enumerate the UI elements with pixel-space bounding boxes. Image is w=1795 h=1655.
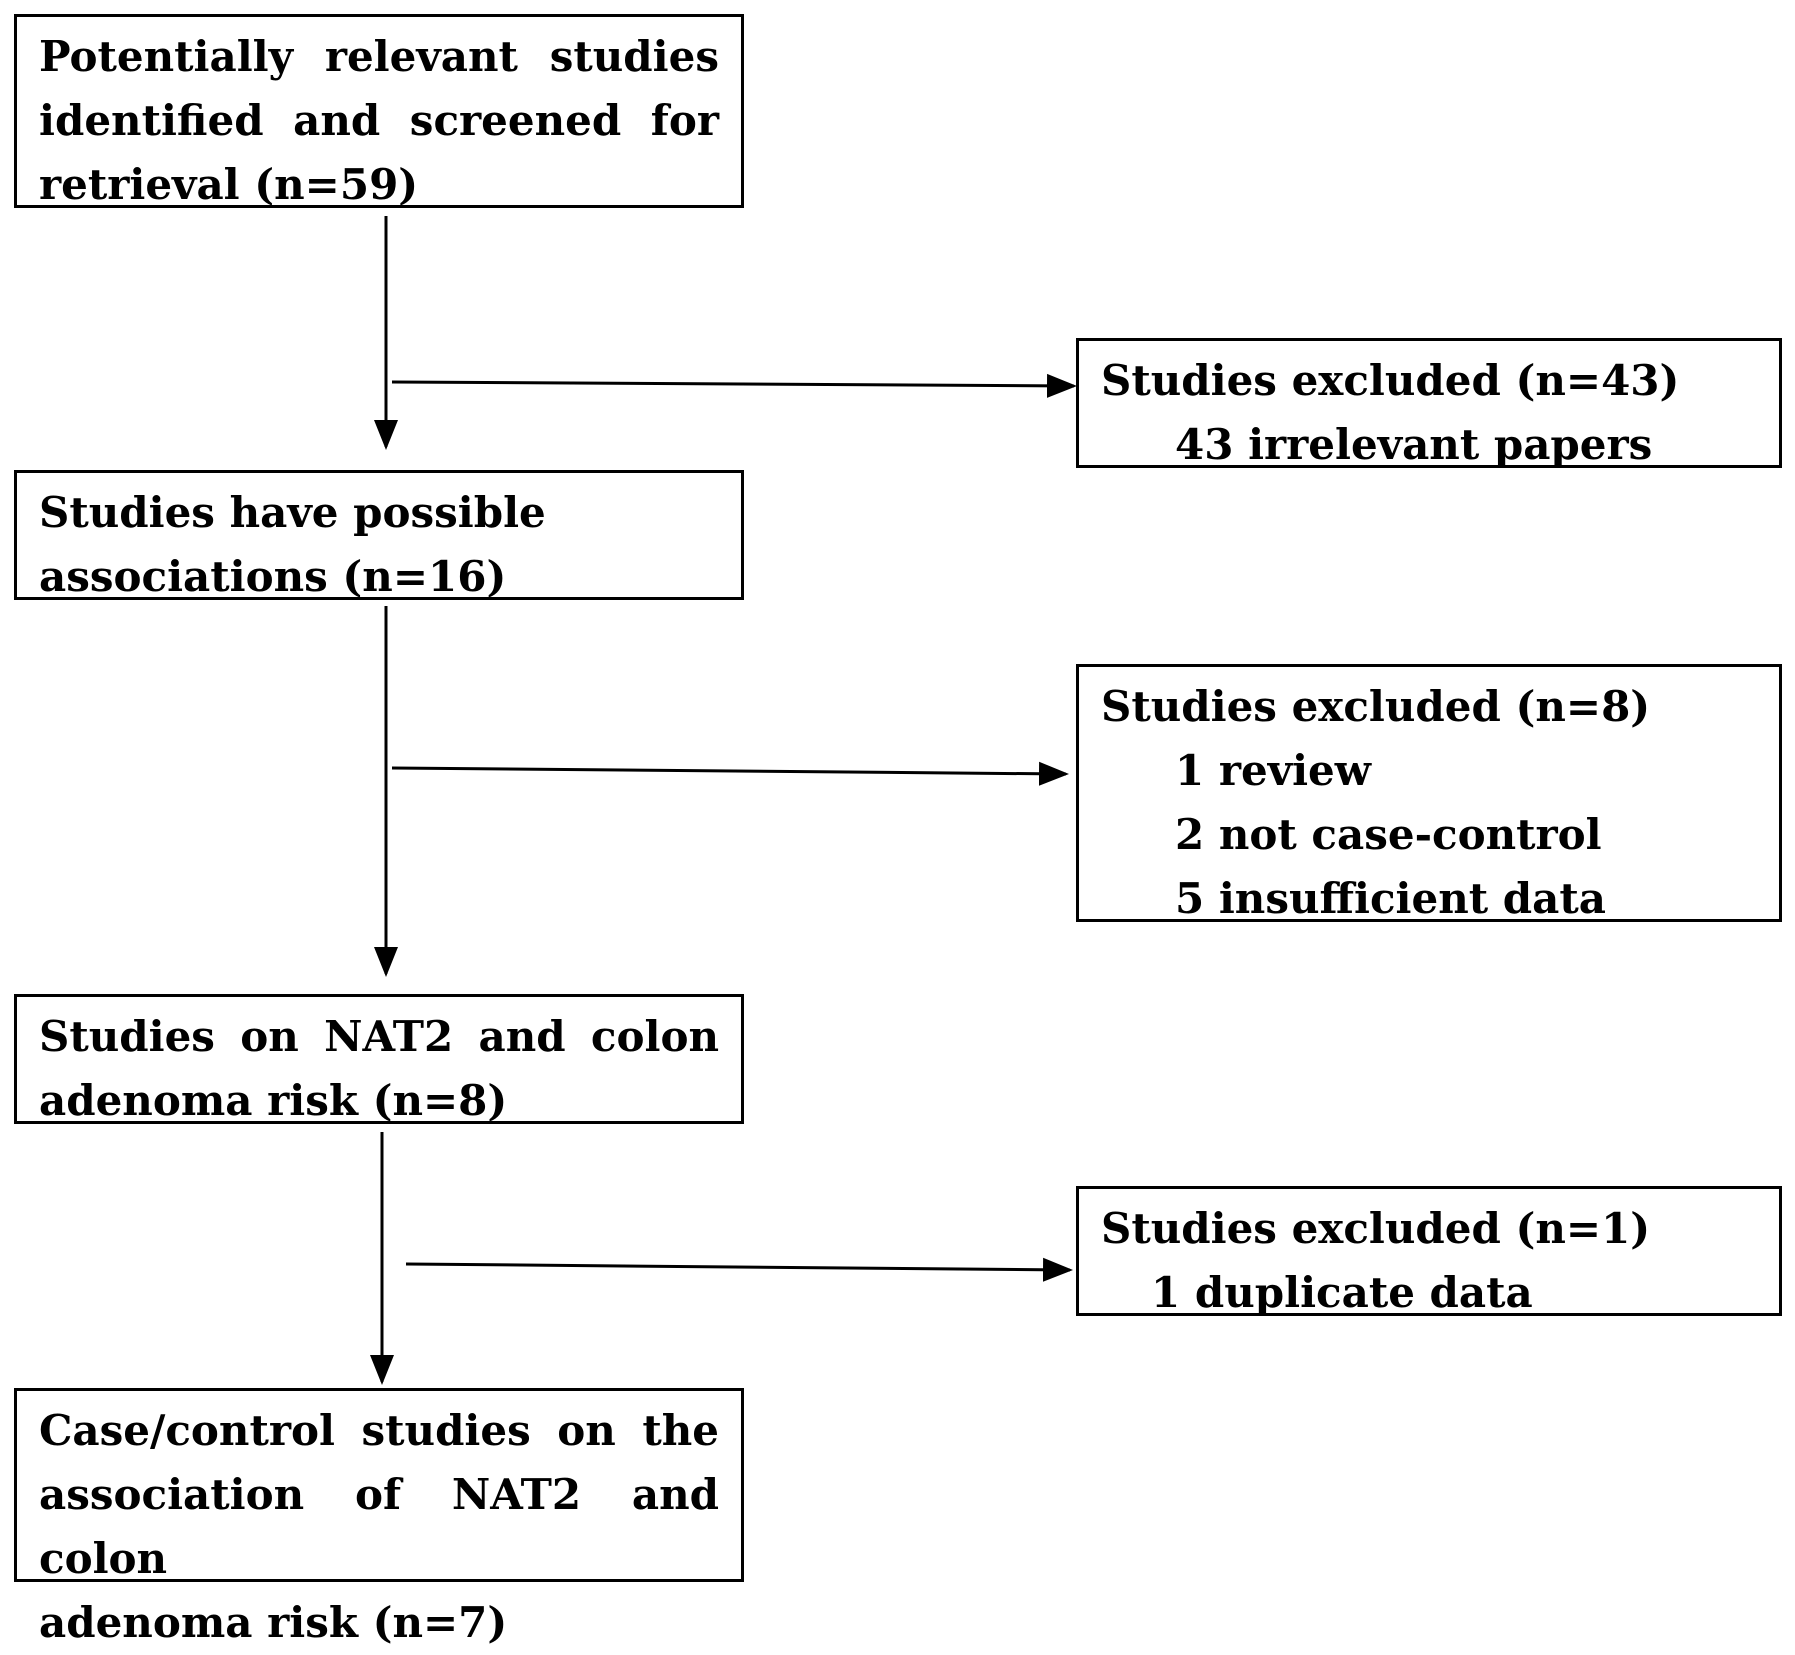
exclusion-3-item-1: 1 duplicate data (1151, 1268, 1533, 1317)
step-identified-line-2: identified and screened for (39, 96, 719, 145)
step-identified-line-3: retrieval (n=59) (39, 160, 419, 209)
exclusion-1-item-1: 43 irrelevant papers (1175, 420, 1653, 469)
step-nat2-colon-line-1: Studies on NAT2 and colon (39, 1012, 719, 1061)
step-nat2-colon-box: Studies on NAT2 and colon adenoma risk (… (14, 994, 744, 1125)
exclusion-2-item-2: 2 not case-control (1175, 810, 1602, 859)
step-included-line-2: association of NAT2 and colon (39, 1470, 719, 1583)
exclusion-2-box: Studies excluded (n=8) 1 review 2 not ca… (1076, 664, 1782, 923)
exclusion-1-title: Studies excluded (n=43) (1101, 356, 1680, 405)
exclusion-3-title: Studies excluded (n=1) (1101, 1204, 1651, 1253)
exclusion-2-title: Studies excluded (n=8) (1101, 682, 1651, 731)
step-included-box: Case/control studies on the association … (14, 1388, 744, 1647)
flow-connectors (370, 216, 1077, 1385)
step-possible-associations-box: Studies have possible associations (n=16… (14, 470, 744, 601)
step-nat2-colon-line-2: adenoma risk (n=8) (39, 1076, 508, 1125)
step-included-line-3: adenoma risk (n=7) (39, 1598, 508, 1647)
step-included-line-1: Case/control studies on the (39, 1406, 719, 1455)
exclusion-1-box: Studies excluded (n=43) 43 irrelevant pa… (1076, 338, 1782, 469)
prisma-flow-diagram: Potentially relevant studies identified … (14, 14, 1782, 1647)
step-identified-box: Potentially relevant studies identified … (14, 14, 744, 209)
step-possible-associations-line-2: associations (n=16) (39, 552, 507, 601)
arrow-to-exclusion-1 (391, 373, 1077, 398)
arrow-to-exclusion-3 (405, 1257, 1073, 1282)
exclusion-3-box: Studies excluded (n=1) 1 duplicate data (1076, 1186, 1782, 1317)
arrow-to-exclusion-2 (391, 761, 1069, 786)
step-identified-line-1: Potentially relevant studies (39, 32, 719, 81)
exclusion-2-item-1: 1 review (1175, 746, 1371, 795)
exclusion-2-item-3: 5 insufficient data (1175, 874, 1606, 923)
step-possible-associations-line-1: Studies have possible (39, 488, 546, 537)
